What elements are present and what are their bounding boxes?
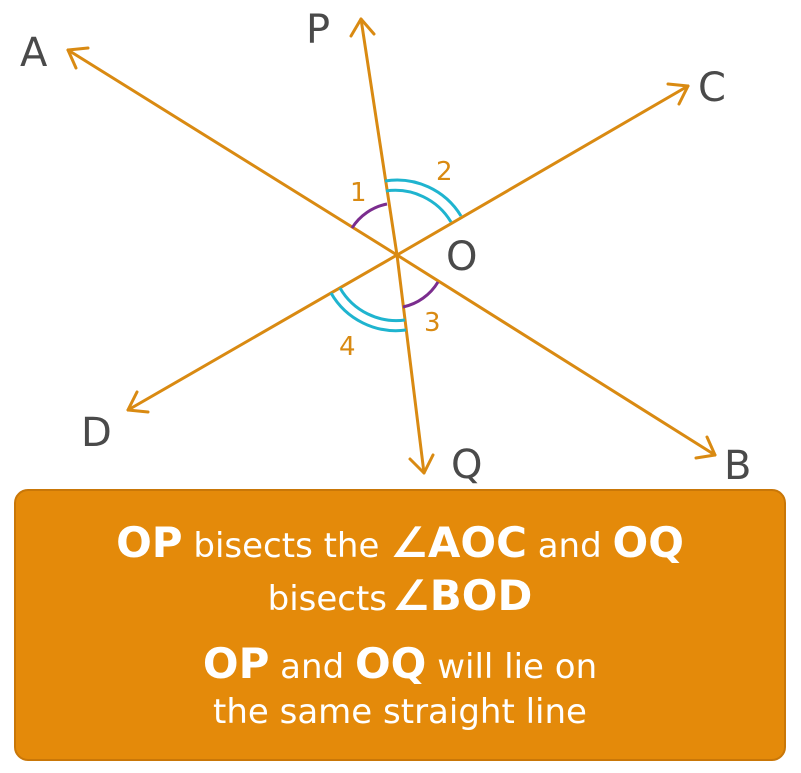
caption-angle-aoc: ∠AOC bbox=[390, 517, 527, 567]
caption-line-3: OP and OQ will lie on bbox=[16, 637, 784, 691]
arrowhead-C bbox=[666, 82, 690, 106]
caption-will-lie-on: will lie on bbox=[426, 647, 598, 688]
diagram: A P C O D Q B 1 2 3 4 bbox=[20, 7, 751, 489]
angle-4-arc-outer bbox=[329, 292, 407, 333]
arrowhead-Q bbox=[408, 453, 435, 475]
angle-2-arc-outer bbox=[384, 178, 463, 217]
caption-oq-2: OQ bbox=[354, 639, 427, 689]
ray-OP bbox=[359, 17, 399, 257]
angle-label-4: 4 bbox=[339, 332, 356, 362]
caption-box: OP bisects the ∠AOC and OQ bisects ∠BOD … bbox=[14, 489, 786, 761]
angle-1-arc bbox=[350, 202, 388, 229]
caption-bisects-the: bisects the bbox=[182, 525, 391, 566]
label-D: D bbox=[81, 410, 112, 456]
caption-and-2: and bbox=[269, 647, 355, 688]
angle-label-1: 1 bbox=[350, 178, 367, 208]
caption-and-1: and bbox=[526, 525, 613, 566]
caption-angle-bod: ∠BOD bbox=[392, 571, 533, 621]
ray-OQ bbox=[395, 253, 426, 475]
ray-OC bbox=[395, 84, 690, 257]
label-A: A bbox=[20, 30, 48, 76]
angle-2-arc-inner bbox=[385, 188, 453, 223]
angle-label-3: 3 bbox=[424, 308, 441, 338]
ray-OB bbox=[395, 253, 717, 457]
arrowhead-D bbox=[126, 390, 150, 414]
caption-oq-1: OQ bbox=[612, 517, 684, 567]
ray-OA bbox=[66, 48, 399, 257]
label-Q: Q bbox=[451, 442, 482, 488]
arrowhead-B bbox=[694, 435, 717, 460]
angle-3-arc bbox=[402, 281, 440, 309]
angle-4-arc-inner bbox=[338, 287, 406, 323]
caption-same-straight-line: the same straight line bbox=[213, 691, 587, 732]
ray-OD bbox=[126, 253, 399, 412]
caption-op-1: OP bbox=[116, 517, 183, 567]
label-P: P bbox=[306, 7, 330, 53]
angle-label-2: 2 bbox=[436, 157, 453, 187]
caption-bisects: bisects bbox=[267, 579, 388, 620]
caption-line-2: bisects ∠BOD bbox=[16, 569, 784, 623]
caption-line-4: the same straight line bbox=[16, 691, 784, 735]
arrowhead-A bbox=[66, 46, 90, 70]
label-B: B bbox=[724, 443, 751, 489]
caption-line-1: OP bisects the ∠AOC and OQ bbox=[16, 516, 784, 570]
label-O: O bbox=[446, 234, 477, 280]
caption-op-2: OP bbox=[202, 639, 270, 689]
caption-spacer bbox=[16, 623, 784, 637]
arrowhead-P bbox=[349, 17, 376, 38]
label-C: C bbox=[698, 65, 726, 111]
